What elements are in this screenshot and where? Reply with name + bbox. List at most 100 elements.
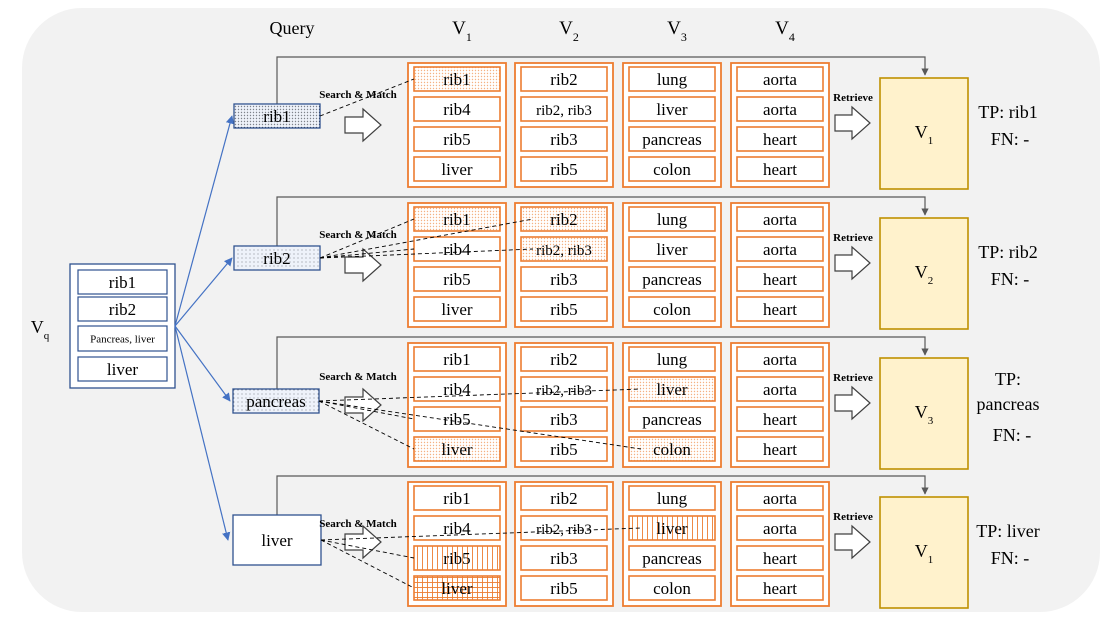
volume-cell: [520, 376, 608, 402]
volume-cell-label: liver: [656, 240, 687, 259]
volume-cell: [520, 156, 608, 182]
volume-cell-label: rib5: [443, 270, 470, 289]
volume-cell-label: rib5: [550, 579, 577, 598]
vq-item-box: [77, 296, 168, 322]
volume-cell: [520, 296, 608, 322]
volume-cell-label: pancreas: [642, 130, 701, 149]
volume-cell: [413, 545, 501, 571]
volume-cell-label: liver: [441, 300, 472, 319]
column-header-v1: V1: [452, 18, 472, 44]
volume-cell-label: rib4: [443, 519, 471, 538]
volume-cell-label: aorta: [763, 210, 797, 229]
volume-cell: [413, 206, 501, 232]
volume-cell-label: heart: [763, 160, 797, 179]
volume-cell-label: pancreas: [642, 410, 701, 429]
retrieve-arrow-icon: [834, 245, 871, 281]
volume-cell-label: colon: [653, 160, 691, 179]
volume-cell-label: rib5: [550, 160, 577, 179]
query-label: rib1: [263, 107, 290, 126]
volume-cell: [628, 296, 716, 322]
volume-cell: [520, 436, 608, 462]
volume-cell-label: heart: [763, 270, 797, 289]
volume-cell-label: heart: [763, 579, 797, 598]
volume-cell: [736, 266, 824, 292]
volume-cell-label: pancreas: [642, 270, 701, 289]
result-volume-label: V3: [915, 402, 934, 427]
search-arrow-icon: [344, 107, 382, 143]
feedback-connector: [276, 56, 929, 104]
volume-cell: [520, 206, 608, 232]
volume-cell-label: heart: [763, 300, 797, 319]
query-box-tint: [235, 247, 319, 269]
volume-cell-label: rib2, rib3: [536, 522, 592, 538]
match-link: [319, 218, 534, 259]
volume-cell-label: liver: [441, 440, 472, 459]
volume-cell: [413, 485, 501, 511]
result-volume-box: [879, 217, 969, 330]
search-match-label: Search & Match: [319, 371, 396, 383]
volume-cell: [413, 126, 501, 152]
volume-cell-label: rib1: [443, 350, 470, 369]
volume-cell-label: rib5: [550, 440, 577, 459]
volume-cell-label: rib4: [443, 240, 471, 259]
volume-cell-label: liver: [656, 380, 687, 399]
match-link: [319, 248, 534, 259]
retrieve-arrow-icon: [834, 524, 871, 560]
match-link: [320, 539, 415, 589]
match-link: [318, 400, 642, 450]
volume-cell: [736, 296, 824, 322]
query-label: pancreas: [246, 392, 305, 411]
volume-cell-label: liver: [656, 519, 687, 538]
retrieve-label: Retrieve: [833, 511, 873, 523]
volume-cell-label: rib3: [550, 270, 577, 289]
volume-cell-label: rib2: [550, 70, 577, 89]
match-link: [320, 539, 415, 559]
volume-cell-label: aorta: [763, 70, 797, 89]
volume-cell: [736, 346, 824, 372]
retrieve-arrow-icon: [834, 105, 871, 141]
volume-cell: [736, 126, 824, 152]
volume-cell: [628, 515, 716, 541]
fn-label: FN: -: [991, 269, 1030, 289]
tp-label: TP: liver: [976, 521, 1040, 541]
volume-cell: [413, 96, 501, 122]
volume-cell-label: liver: [441, 160, 472, 179]
volume-cell: [413, 575, 501, 601]
query-box: [233, 103, 321, 129]
volume-cell: [628, 206, 716, 232]
search-arrow-icon: [344, 387, 382, 423]
volume-cell: [628, 575, 716, 601]
volume-cell-label: aorta: [763, 380, 797, 399]
volume-cell: [520, 515, 608, 541]
result-volume-box: [879, 357, 969, 470]
volume-cell: [628, 436, 716, 462]
volume-cell: [520, 126, 608, 152]
volume-cell: [520, 346, 608, 372]
match-link: [319, 78, 415, 117]
volume-cell-label: rib5: [443, 549, 470, 568]
volume-cell: [736, 206, 824, 232]
volume-cell: [628, 376, 716, 402]
volume-cell-label: heart: [763, 440, 797, 459]
volume-cell: [628, 545, 716, 571]
match-link: [318, 400, 415, 450]
volume-cell: [628, 266, 716, 292]
tp-label: TP: rib1: [978, 102, 1038, 122]
vq-item-box: [77, 269, 168, 295]
volume-cell-label: aorta: [763, 240, 797, 259]
volume-cell-label: rib3: [550, 130, 577, 149]
volume-cell: [736, 236, 824, 262]
volume-cell: [736, 156, 824, 182]
volume-cell: [413, 266, 501, 292]
volume-cell-label: rib5: [443, 130, 470, 149]
vq-to-query-arrow: [174, 325, 231, 541]
result-volume-box: [879, 496, 969, 609]
volume-cell-label: colon: [653, 440, 691, 459]
volume-cell-label: rib3: [550, 410, 577, 429]
volume-cell-label: lung: [657, 70, 688, 89]
vq-to-query-arrow: [174, 115, 235, 327]
vq-item-box: [77, 356, 168, 382]
volume-cell: [520, 266, 608, 292]
volume-cell: [736, 436, 824, 462]
